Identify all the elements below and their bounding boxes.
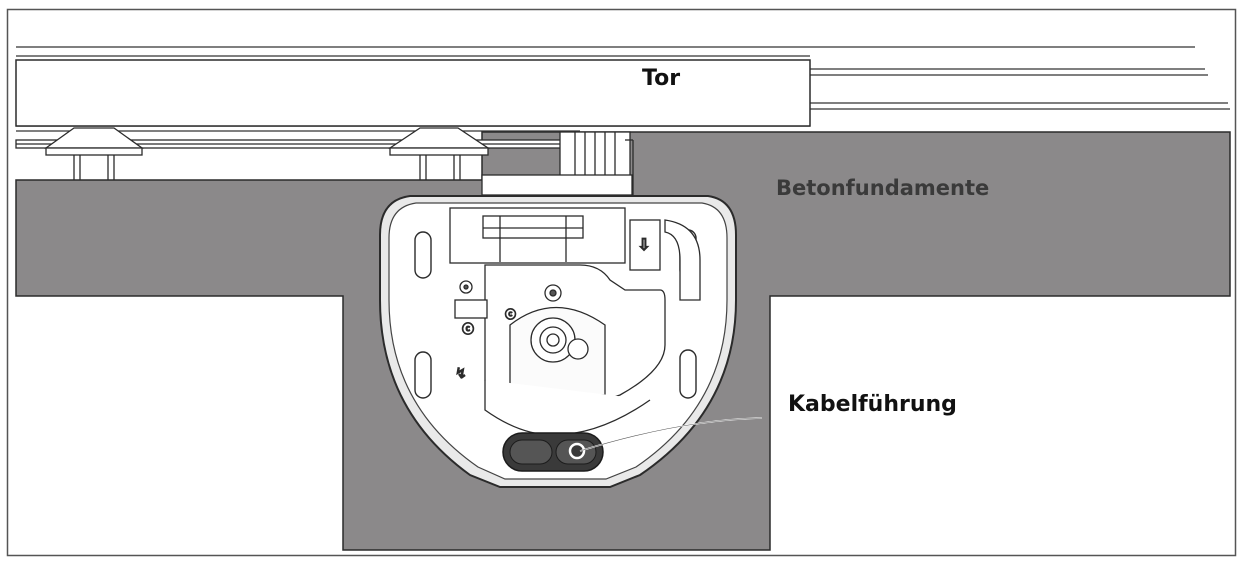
- cable-guide-label: Kabelführung: [788, 392, 957, 417]
- svg-text:ⓒ: ⓒ: [505, 308, 516, 321]
- mounting-bracket-right: [387, 127, 491, 180]
- foundation-label: Betonfundamente: [776, 176, 990, 200]
- svg-text:↯: ↯: [455, 366, 467, 382]
- mounting-bracket-left: [43, 127, 145, 180]
- drive-unit: ⇩ ⓒ ⓒ ↯: [379, 195, 737, 488]
- gate-panel: [15, 59, 811, 127]
- cable-grommet: [502, 432, 604, 472]
- gear-rack: [15, 131, 634, 200]
- gate-label: Tor: [642, 66, 681, 91]
- svg-text:ⓒ: ⓒ: [462, 322, 474, 336]
- svg-text:⇩: ⇩: [637, 235, 650, 254]
